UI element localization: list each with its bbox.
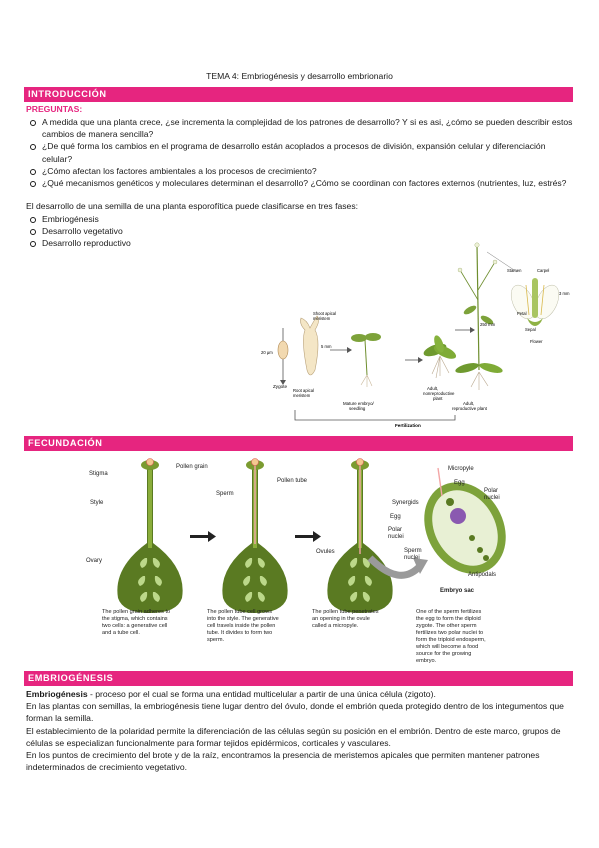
label-3mm: 3 mm xyxy=(559,291,570,296)
label-mature: Mature embryo/ xyxy=(343,401,375,406)
caption-line: The pollen tube cell grows xyxy=(207,609,272,615)
label-ovary: Ovary xyxy=(86,558,102,564)
document-title: TEMA 4: Embriogénesis y desarrollo embri… xyxy=(206,71,393,81)
caption-line: two cells: a generative cell xyxy=(102,623,167,629)
label-fertilization: Fertilization xyxy=(395,423,421,428)
label-sperm-nuclei: Sperm xyxy=(404,548,422,554)
question-item: A medida que una planta crece, ¿se incre… xyxy=(26,116,576,140)
label-adult-non-3: plant xyxy=(433,396,443,401)
caption-line: which will become a food xyxy=(415,644,478,650)
label-mature-2: seedling xyxy=(349,406,366,411)
label-nuclei: nuclei xyxy=(388,534,404,540)
label-polar-right: Polar xyxy=(484,488,498,494)
rosette-drawing xyxy=(423,335,457,379)
caption-line: cell travels inside the pollen xyxy=(207,623,275,629)
fertilization-figure: Stigma Style Ovary Pollen grain Pollen t… xyxy=(86,458,506,664)
label-5mm: 5 mm xyxy=(321,344,332,349)
label-petal: Petal xyxy=(517,311,527,316)
label-shoot-meristem-2: meristem xyxy=(313,316,331,321)
question-item: ¿Cómo afectan los factores ambientales a… xyxy=(26,165,576,177)
label-ovules: Ovules xyxy=(316,549,335,555)
label-stamen: Stamen xyxy=(507,268,522,273)
label-adult-non-2: nonreproductive xyxy=(423,391,455,396)
label-polar: Polar xyxy=(388,527,402,533)
label-root-meristem-2: meristem xyxy=(293,393,311,398)
caption-line: embryo. xyxy=(416,658,437,664)
phase-item: Embriogénesis xyxy=(26,213,131,225)
plant-lifecycle-figure: Zygote 20 μm Shoot apical meristem Root … xyxy=(261,242,570,428)
question-item: ¿De qué forma los cambios en el programa… xyxy=(26,140,576,164)
label-egg: Egg xyxy=(390,514,401,520)
label-synergids: Synergids xyxy=(392,500,419,506)
label-style: Style xyxy=(90,500,104,506)
caption-line: tube. It divides to form two xyxy=(207,630,272,636)
label-pollen-tube: Pollen tube xyxy=(277,478,308,484)
caption-line: called a micropyle. xyxy=(312,623,359,629)
label-stigma: Stigma xyxy=(89,471,108,477)
term: Embriogénesis xyxy=(26,689,88,699)
caption-line: source for the growing xyxy=(416,651,471,657)
caption-line: the stigma, which contains xyxy=(102,616,168,622)
question-item: ¿Qué mecanismos genéticos y moleculares … xyxy=(26,177,576,189)
label-micropyle: Micropyle xyxy=(448,466,474,472)
embryo-sac-drawing xyxy=(424,467,506,574)
paragraph: En los puntos de crecimiento del brote y… xyxy=(26,750,540,773)
phases-list: Embriogénesis Desarrollo vegetativo Desa… xyxy=(26,213,131,250)
caption-line: form the triploid endosperm, xyxy=(416,637,486,643)
definition: - proceso por el cual se forma una entid… xyxy=(87,689,436,699)
label-carpel: Carpel xyxy=(537,268,549,273)
caption-line: The pollen grain adheres to xyxy=(102,609,170,615)
caption-line: zygote. The other sperm xyxy=(416,623,477,629)
caption-line: fertilizes two polar nuclei to xyxy=(416,630,483,636)
label-adult-non: Adult, xyxy=(427,386,438,391)
section-header-embriogenesis: EMBRIOGÉNESIS xyxy=(24,671,573,686)
caption-line: the egg to form the diploid xyxy=(416,616,481,622)
label-shoot-meristem: Shoot apical xyxy=(313,311,336,316)
caption-group: The pollen grain adheres to the stigma, … xyxy=(102,609,486,664)
label-antipodals: Antipodals xyxy=(468,572,496,578)
caption-line: sperm. xyxy=(207,637,225,643)
label-20um: 20 μm xyxy=(261,350,273,355)
reproductive-plant-drawing xyxy=(455,242,503,390)
label-pollen-grain: Pollen grain xyxy=(176,464,208,470)
label-embryo-sac: Embryo sac xyxy=(440,588,475,594)
paragraph: El establecimiento de la polaridad permi… xyxy=(26,725,561,748)
label-sepal: Sepal xyxy=(525,327,536,332)
label-nuclei-right: nuclei xyxy=(484,495,500,501)
paragraph: En las plantas con semillas, la embriogé… xyxy=(26,701,564,724)
section-header-introduccion: INTRODUCCIÓN xyxy=(24,87,573,102)
caption-line: and a tube cell. xyxy=(102,630,140,636)
label-adult-rep: Adult, xyxy=(463,401,474,406)
label-root-meristem: Root apical xyxy=(293,388,314,393)
label-zygote: Zygote xyxy=(273,384,287,389)
caption-line: an opening in the ovule xyxy=(312,616,370,622)
flower-drawing xyxy=(486,251,560,326)
caption-line: The pollen tube penetrates xyxy=(312,609,379,615)
section-header-fecundacion: FECUNDACIÓN xyxy=(24,436,573,451)
embriogenesis-text: Embriogénesis - proceso por el cual se f… xyxy=(26,688,574,773)
caption-line: into the style. The generative xyxy=(207,616,279,622)
label-250mm: 250 mm xyxy=(480,322,496,327)
questions-list: A medida que una planta crece, ¿se incre… xyxy=(26,116,576,189)
label-sperm-nuclei-2: nuclei xyxy=(404,555,420,561)
caption-line: One of the sperm fertilizes xyxy=(416,609,481,615)
definition-paragraph: Embriogénesis - proceso por el cual se f… xyxy=(26,688,574,700)
questions-heading: PREGUNTAS: xyxy=(26,104,83,114)
phase-item: Desarrollo reproductivo xyxy=(26,237,131,249)
label-sperm: Sperm xyxy=(216,491,234,497)
phase-item: Desarrollo vegetativo xyxy=(26,225,131,237)
label-adult-rep-2: reproductive plant xyxy=(452,406,488,411)
label-flower: Flower xyxy=(530,339,543,344)
phases-intro: El desarrollo de una semilla de una plan… xyxy=(26,201,359,211)
label-egg-top: Egg xyxy=(454,480,465,486)
seedling-drawing xyxy=(351,333,381,387)
